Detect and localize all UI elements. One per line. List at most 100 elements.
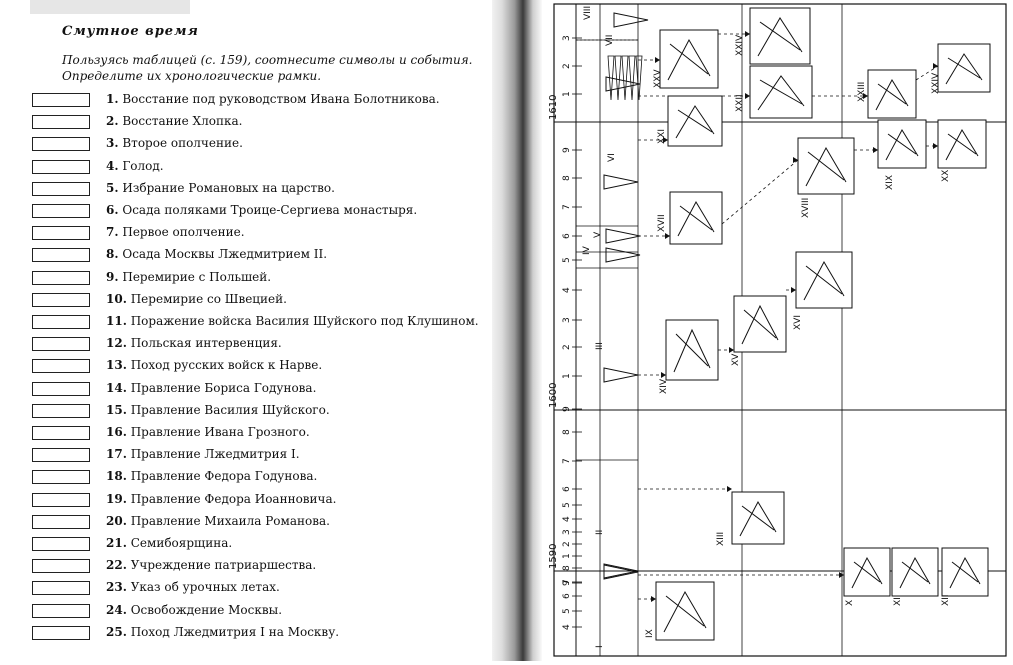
event-item: 10. Перемирие со Швецией. [32,292,487,310]
answer-box[interactable] [32,226,90,241]
event-text: Перемирие с Польшей. [122,269,272,284]
crown-triangle [635,55,643,101]
event-text: Поход русских войск к Нарве. [130,358,323,373]
event-label: 17. Правление Лжедмитрия I. [106,447,300,461]
event-text: Поражение войска Василия Шуйского под Кл… [130,314,479,328]
event-roman-label: XIV [659,378,669,394]
event-label: 24. Освобождение Москвы. [106,603,282,617]
event-text: Перемирие со Швецией. [130,291,287,306]
reign-roman-label: V [593,231,603,238]
tick-label: 6 [562,486,572,492]
event-symbol-icon [757,75,805,111]
tick-label: 1 [562,373,572,379]
page-title: Смутное время [62,24,199,39]
event-symbol-icon [885,128,919,161]
answer-box[interactable] [32,537,90,551]
event-text: Второе ополчение. [122,136,243,151]
event-label: 4. Голод. [106,159,164,173]
tick-label: 8 [562,175,572,181]
event-item: 23. Указ об урочных летах. [32,580,487,598]
event-number: 6. [106,203,119,217]
reign-triangle [603,174,639,190]
event-text: Правление Бориса Годунова. [130,380,317,395]
event-text: Правление Василия Шуйского. [130,402,330,417]
reign-roman-label: II [595,530,605,535]
answer-box[interactable] [32,248,90,263]
event-text: Восстание Хлопка. [122,114,243,129]
event-label: 9. Перемирие с Польшей. [106,270,271,284]
answer-box[interactable] [32,581,90,596]
event-roman-label: IX [645,629,655,638]
answer-box[interactable] [32,337,90,352]
answer-box[interactable] [32,470,90,485]
event-number: 8. [106,247,119,262]
tick-label: 9 [562,580,572,586]
event-roman-label: XX [941,170,951,182]
event-item: 8. Осада Москвы Лжедмитрием II. [32,247,487,265]
event-symbol-icon [677,200,715,237]
event-number: 9. [106,269,119,284]
answer-box[interactable] [32,559,90,574]
arrow-head [933,143,938,149]
event-item: 1. Восстание под руководством Ивана Боло… [32,92,487,110]
event-label: 8. Осада Москвы Лжедмитрием II. [106,247,327,261]
event-text: Осада поляками Троице-Сергиева монастыря… [122,203,418,217]
answer-box[interactable] [32,403,90,418]
answer-box[interactable] [32,359,90,374]
answer-box[interactable] [32,159,90,174]
answer-box[interactable] [32,292,90,307]
answer-box[interactable] [32,426,90,440]
event-item: 21. Семибоярщина. [32,536,487,554]
event-symbol-icon [663,590,707,633]
tick-label: 9 [562,406,572,412]
answer-box[interactable] [32,137,90,152]
event-number: 12. [106,336,127,351]
tick-label: 1 [562,553,572,559]
event-label: 2. Восстание Хлопка. [106,114,242,128]
answer-box[interactable] [32,448,90,463]
answer-box[interactable] [32,181,90,196]
tick-label: 7 [562,458,572,464]
reign-roman-label: III [595,342,605,350]
tick-label: 5 [562,257,572,263]
event-number: 14. [106,380,127,395]
worksheet-page: Смутное время Пользуясь таблицей (с. 159… [0,0,492,661]
tick-label: 8 [562,429,572,435]
event-label: 16. Правление Ивана Грозного. [106,425,310,439]
tick-label: 1 [562,91,572,97]
arrow-head [651,596,656,602]
arrow-head [665,233,670,239]
answer-box[interactable] [32,315,90,329]
event-item: 16. Правление Ивана Грозного. [32,425,487,443]
answer-box[interactable] [32,625,90,640]
answer-box[interactable] [32,270,90,285]
event-label: 15. Правление Василия Шуйского. [106,403,330,417]
event-roman-label: XXV [653,69,663,88]
event-number: 19. [106,491,127,506]
event-number: 23. [106,580,127,595]
crown-triangle [621,55,629,101]
answer-box[interactable] [32,603,90,618]
answer-box[interactable] [32,381,90,396]
event-label: 18. Правление Федора Годунова. [106,469,317,483]
arrow-head [745,31,750,37]
event-item: 20. Правление Михаила Романова. [32,514,487,532]
event-number: 18. [106,469,127,484]
arrow-head [933,63,938,69]
answer-box[interactable] [32,514,90,529]
answer-box[interactable] [32,204,90,218]
answer-box[interactable] [32,115,90,130]
event-number: 17. [106,447,127,462]
event-item: 5. Избрание Романовых на царство. [32,181,487,199]
arrow-head [839,572,844,578]
tick-label: 4 [562,516,572,522]
tick-label: 3 [562,35,572,41]
event-item: 2. Восстание Хлопка. [32,114,487,132]
event-roman-label: XXII [735,94,745,112]
answer-box[interactable] [32,93,90,107]
event-item: 15. Правление Василия Шуйского. [32,403,487,421]
event-label: 5. Избрание Романовых на царство. [106,181,335,195]
event-item: 19. Правление Федора Иоанновича. [32,492,487,510]
answer-box[interactable] [32,492,90,507]
tick-label: 6 [562,593,572,599]
